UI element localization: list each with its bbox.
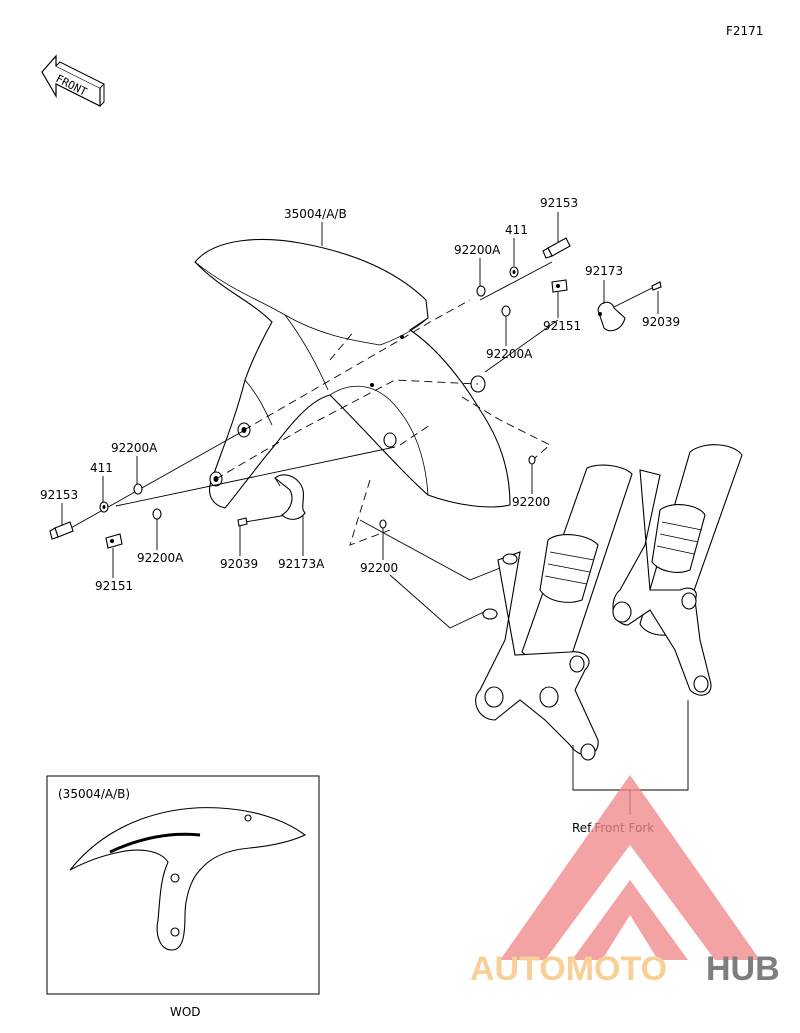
label-fender: 35004/A/B bbox=[284, 207, 347, 221]
washer-92200A-mid bbox=[501, 305, 511, 317]
washer-92200A-top bbox=[476, 285, 486, 297]
label-92200A-mid: 92200A bbox=[486, 347, 533, 361]
label-92200-mid: 92200 bbox=[360, 561, 398, 575]
label-92153-top: 92153 bbox=[540, 196, 578, 210]
label-92173: 92173 bbox=[585, 264, 623, 278]
inset-title: (35004/A/B) bbox=[58, 787, 130, 801]
screw-92039-left bbox=[237, 517, 248, 527]
front-fender bbox=[194, 238, 511, 509]
screw-92039-right bbox=[651, 281, 662, 291]
front-arrow-icon: FRONT bbox=[41, 54, 105, 107]
label-92151-left: 92151 bbox=[95, 579, 133, 593]
front-fork-left bbox=[475, 464, 633, 761]
washer-411-top bbox=[509, 266, 519, 278]
nut-92200-right bbox=[528, 455, 536, 465]
bolt-92153-top bbox=[542, 237, 571, 259]
label-92200-right: 92200 bbox=[512, 495, 550, 509]
bolt-92151-left bbox=[105, 533, 123, 549]
clamp-92173 bbox=[597, 301, 626, 332]
bolt-92151-top bbox=[551, 279, 568, 293]
watermark-logo: AUTOMOTO HUB bbox=[470, 775, 780, 988]
label-92153-left: 92153 bbox=[40, 488, 78, 502]
inset-panel: (35004/A/B) WOD bbox=[46, 775, 320, 1019]
front-fork-right bbox=[612, 444, 743, 696]
figure-code: F2171 bbox=[726, 24, 763, 38]
washer-92200A-lower bbox=[152, 508, 162, 520]
label-92200A-lower: 92200A bbox=[137, 551, 184, 565]
label-92200A-top: 92200A bbox=[454, 243, 501, 257]
label-92039-left: 92039 bbox=[220, 557, 258, 571]
watermark-text-2: HUB bbox=[706, 950, 780, 988]
inset-caption: WOD bbox=[170, 1005, 201, 1019]
nut-92200-mid bbox=[379, 519, 387, 529]
label-92151-top: 92151 bbox=[543, 319, 581, 333]
clamp-92173A bbox=[274, 474, 306, 520]
assembly-lines bbox=[61, 261, 653, 629]
label-411-left: 411 bbox=[90, 461, 113, 475]
label-92039-right: 92039 bbox=[642, 315, 680, 329]
label-leaders bbox=[61, 212, 659, 578]
label-92200A-left: 92200A bbox=[111, 441, 158, 455]
label-92173A: 92173A bbox=[278, 557, 325, 571]
label-411-top: 411 bbox=[505, 223, 528, 237]
washer-411-left bbox=[99, 501, 109, 513]
watermark-text-1: AUTOMOTO bbox=[470, 950, 667, 988]
bolt-92153-left bbox=[49, 521, 74, 540]
washer-92200A-left bbox=[133, 483, 143, 495]
